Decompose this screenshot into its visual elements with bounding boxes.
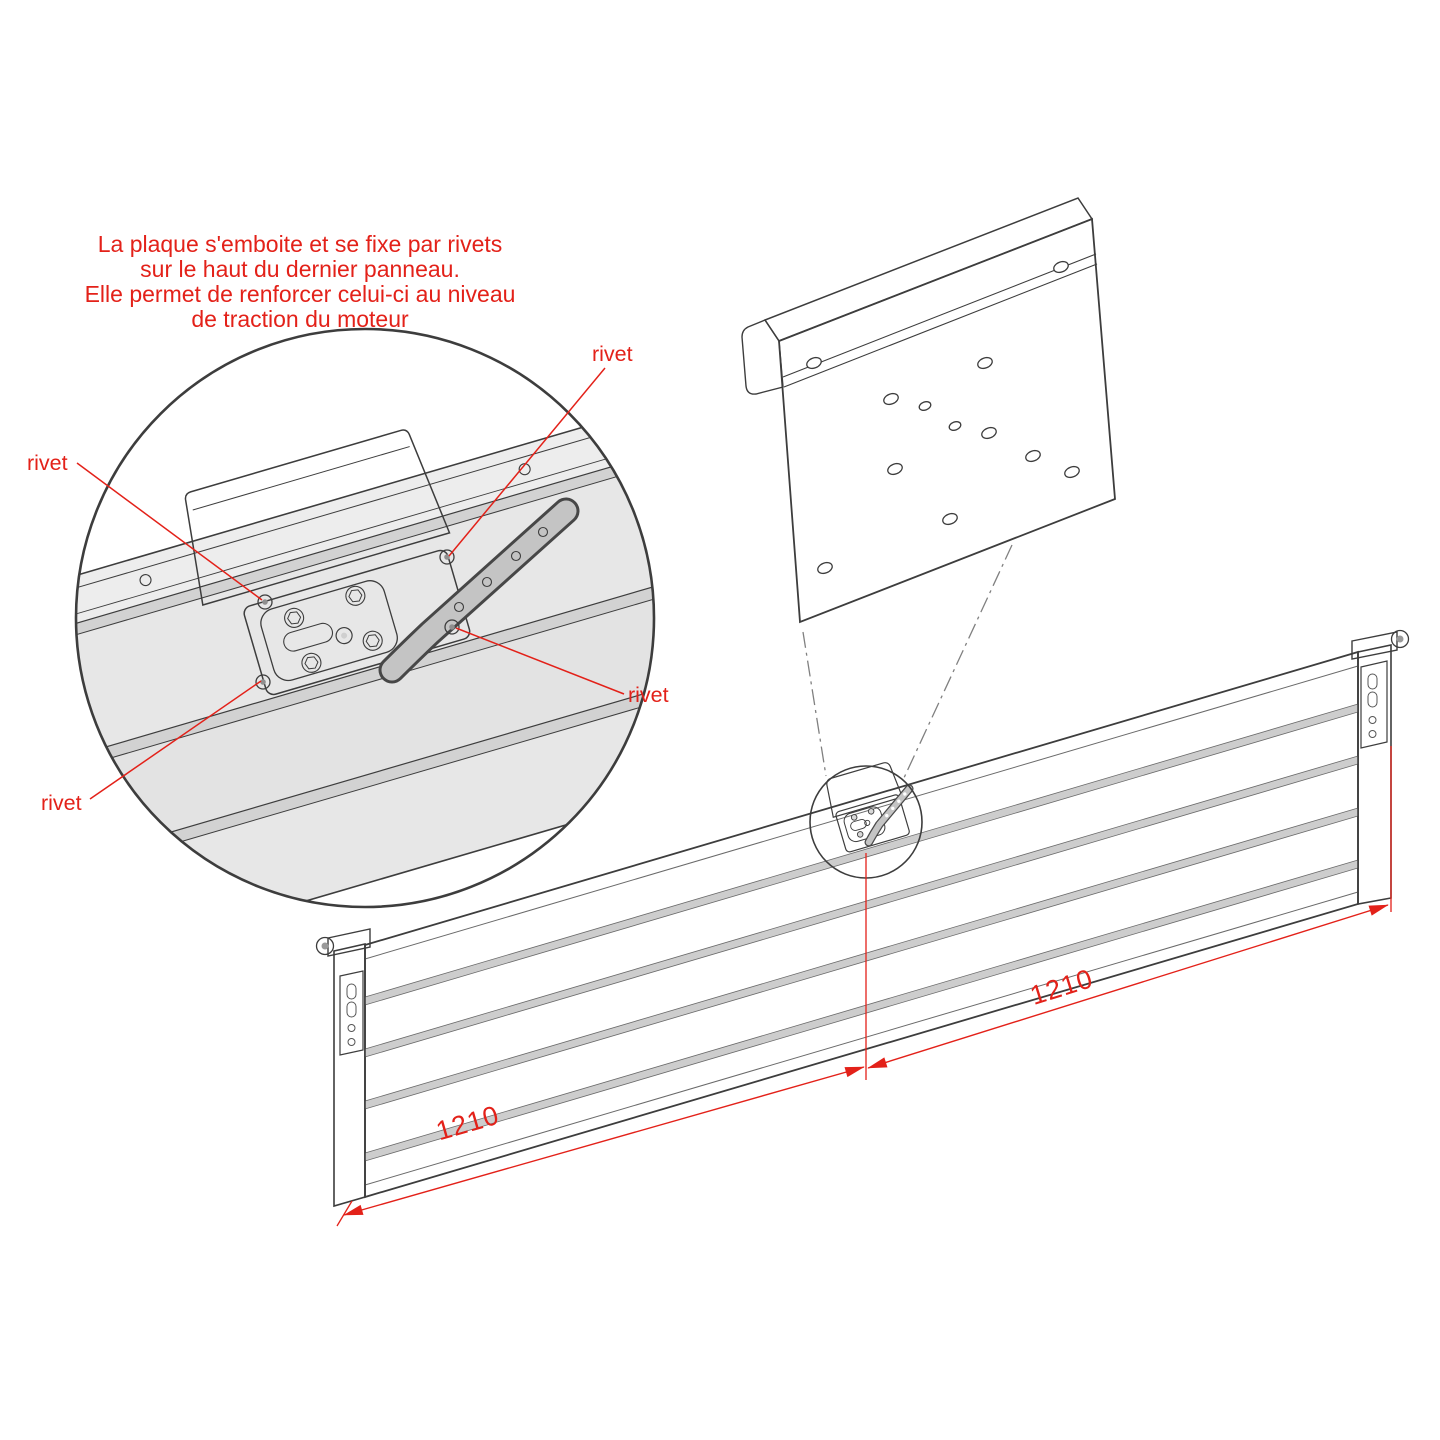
annotation-line-3: Elle permet de renforcer celui-ci au niv… bbox=[85, 281, 516, 307]
detail-circle-outline bbox=[74, 327, 656, 909]
right-cap-top bbox=[1351, 631, 1398, 660]
traction-strap bbox=[378, 497, 580, 684]
rivet-top-right bbox=[439, 549, 455, 565]
leader-line-rivet-bottom bbox=[89, 680, 262, 800]
panel-assembly bbox=[315, 629, 1410, 1208]
traction-axle-pin bbox=[341, 632, 348, 639]
slot-hole bbox=[283, 622, 334, 652]
rivet-top-left bbox=[257, 594, 273, 610]
rivet-callouts: rivet rivet rivet rivet bbox=[27, 342, 669, 815]
detail-view bbox=[74, 327, 656, 909]
left-hinge-bracket bbox=[339, 970, 364, 1056]
plate-hook-profile bbox=[741, 319, 784, 395]
plate-bend-line bbox=[782, 253, 1097, 378]
left-bracket-holes bbox=[346, 983, 357, 1046]
panel-left-end-cap bbox=[315, 928, 371, 1208]
left-pivot-pin bbox=[315, 936, 335, 956]
rivet-bottom-right bbox=[444, 619, 460, 635]
leader-line-rivet-top bbox=[448, 367, 606, 557]
plate-fold-line bbox=[192, 446, 410, 511]
right-bracket-holes bbox=[1367, 673, 1378, 738]
plate-bend-line bbox=[783, 263, 1098, 388]
right-pivot-pin bbox=[1390, 629, 1410, 649]
left-cap-top bbox=[327, 928, 371, 957]
rivet-bottom-left bbox=[255, 674, 271, 690]
annotation-line-4: de traction du moteur bbox=[191, 306, 409, 332]
dimension-label-right: 1210 bbox=[1027, 963, 1097, 1011]
plate-hook-cap bbox=[184, 429, 451, 606]
projection-lines bbox=[802, 544, 1013, 781]
traction-axle bbox=[335, 626, 353, 645]
motor-bracket-plate bbox=[260, 580, 398, 682]
callout-rivet-bottom: rivet bbox=[41, 791, 82, 815]
annotation-line-1: La plaque s'emboite et se fixe par rivet… bbox=[98, 231, 503, 257]
callout-rivet-left: rivet bbox=[27, 451, 68, 475]
right-hinge-bracket bbox=[1360, 660, 1388, 749]
plate-isometric-view bbox=[741, 197, 1116, 624]
mounted-slot bbox=[850, 819, 867, 831]
leader-line-rivet-right bbox=[455, 627, 625, 695]
dimension-label-left: 1210 bbox=[433, 1100, 503, 1147]
plate-front-face bbox=[778, 217, 1116, 624]
callout-rivet-right: rivet bbox=[628, 683, 669, 707]
mounted-axle bbox=[864, 819, 871, 826]
plate-holes bbox=[806, 260, 1080, 575]
mounted-base-plate bbox=[835, 794, 910, 853]
panel-right-end-cap bbox=[1351, 629, 1410, 905]
annotation-line-2: sur le haut du dernier panneau. bbox=[140, 256, 460, 282]
hex-bolts bbox=[284, 585, 383, 673]
leader-line-rivet-left bbox=[76, 462, 263, 601]
callout-rivet-top: rivet bbox=[592, 342, 633, 366]
mounted-strap bbox=[864, 784, 914, 847]
rail-screw bbox=[139, 574, 152, 587]
annotation-note: La plaque s'emboite et se fixe par rivet… bbox=[85, 231, 516, 332]
strap-holes bbox=[453, 526, 549, 613]
dimension-line-left bbox=[343, 1066, 865, 1216]
dimension-line-right bbox=[867, 904, 1389, 1069]
rivets bbox=[255, 549, 460, 690]
